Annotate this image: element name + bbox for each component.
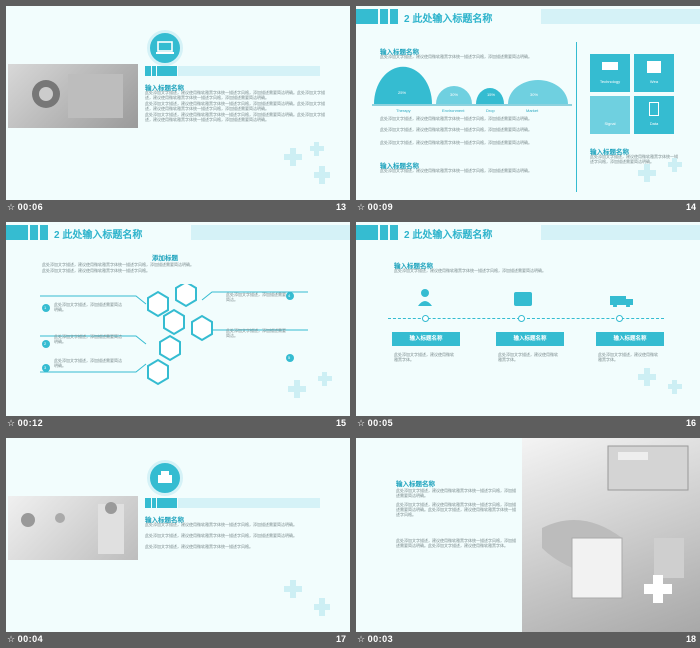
doctor-photo	[8, 496, 138, 560]
technology-tile: Technology	[590, 54, 630, 92]
slide-thumbnail-14[interactable]: 2 此处输入标题名称 输入标题名称 此处添加文字描述，建议使用微软雅黑字体统一描…	[356, 6, 700, 216]
slide-thumbnail-18[interactable]: 输入标题名称 此处添加文字描述，建议使用微软雅黑字体统一描述字风格，添加描述需要…	[356, 438, 700, 648]
medkit-tile: Wea	[634, 54, 674, 92]
medkit-icon	[514, 292, 532, 306]
slide-heading: 输入标题名称	[380, 49, 419, 56]
doctor-icon	[418, 288, 432, 306]
calculator-photo	[522, 438, 700, 632]
slide-heading: 输入标题名称	[145, 85, 184, 92]
arc-chart	[372, 66, 572, 106]
slide-thumbnail-13[interactable]: 输入标题名称 此处添加文字描述，建议使用微软雅黑字体统一描述字风格，添加描述需要…	[6, 6, 350, 216]
slide-text: 此处添加文字描述，建议使用微软雅黑字体统一描述字风格，添加描述需要简洁明确。此处…	[145, 90, 325, 100]
slide-title: 2 此处输入标题名称	[404, 14, 493, 25]
slide-title-bar: 2 此处输入标题名称	[356, 9, 700, 25]
laptop-icon	[147, 30, 183, 66]
slide-number: 13	[335, 202, 346, 212]
ambulance-icon	[610, 294, 634, 308]
printer-icon	[147, 460, 183, 496]
slide-thumbnail-16[interactable]: 2 此处输入标题名称 输入标题名称 此处添加文字描述，建议使用微软雅黑字体统一描…	[356, 222, 700, 432]
feature-box-3: 输入标题名称	[596, 332, 664, 346]
data-tile: Data	[634, 96, 674, 134]
feature-box-1: 输入标题名称	[392, 332, 460, 346]
signal-tile: Signal	[590, 96, 630, 134]
doctor-photo	[8, 64, 138, 128]
slide-thumbnail-15[interactable]: 2 此处输入标题名称 添加标题 此处添加文字描述，建议使用微软雅黑字体统一描述字…	[6, 222, 350, 432]
slide-time: 00:06	[17, 202, 44, 212]
slide-thumbnail-17[interactable]: 输入标题名称 此处添加文字描述，建议使用微软雅黑字体统一描述字风格，添加描述需要…	[6, 438, 350, 648]
hexagon-flow	[40, 284, 308, 386]
feature-box-2: 输入标题名称	[496, 332, 564, 346]
